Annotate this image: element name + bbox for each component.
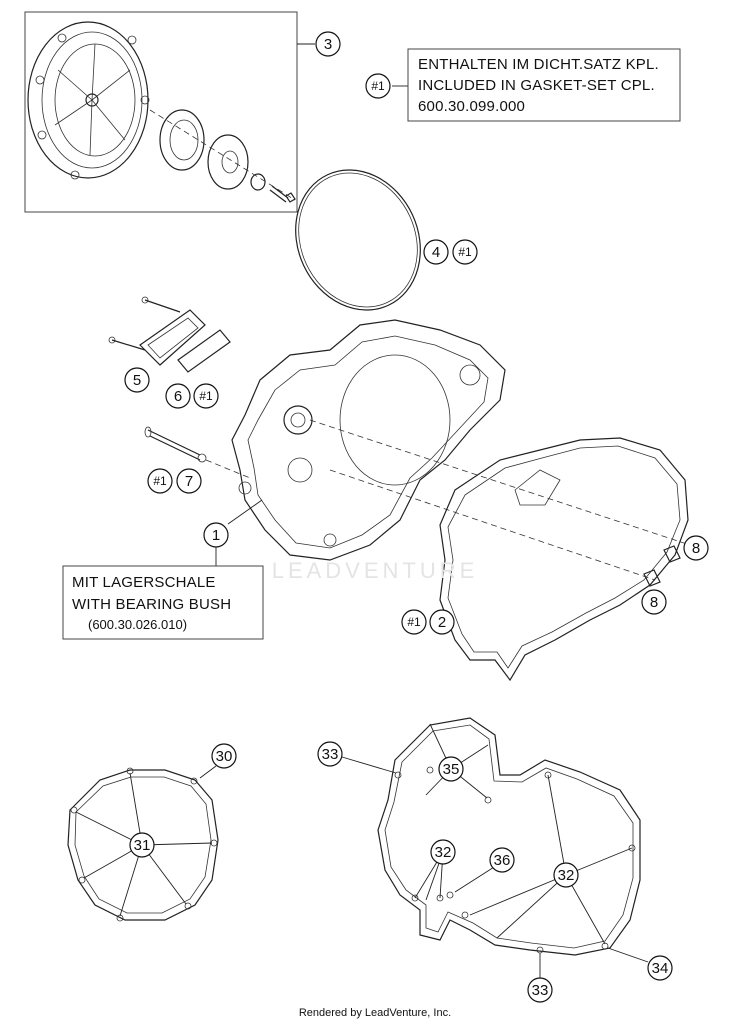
svg-text:WITH BEARING BUSH: WITH BEARING BUSH: [72, 596, 231, 613]
callout-4[interactable]: 4 #1: [423, 239, 478, 265]
svg-text:(600.30.026.010): (600.30.026.010): [88, 617, 187, 632]
cover-gasket-outline: [377, 717, 641, 956]
dowel-pins: [643, 545, 681, 587]
svg-text:7: 7: [185, 473, 193, 490]
callout-3[interactable]: 3: [297, 31, 341, 57]
callout-35[interactable]: 35: [438, 756, 464, 782]
bearing-bush-note: MIT LAGERSCHALE WITH BEARING BUSH (600.3…: [62, 565, 264, 640]
svg-text:600.30.099.000: 600.30.099.000: [418, 98, 525, 115]
svg-text:32: 32: [558, 867, 575, 884]
svg-text:36: 36: [494, 852, 511, 869]
watermark-text: LEADVENTURE: [272, 558, 479, 583]
callout-1[interactable]: 1: [203, 499, 263, 566]
svg-text:#1: #1: [153, 474, 167, 488]
svg-text:8: 8: [650, 594, 658, 611]
svg-text:4: 4: [432, 244, 440, 261]
svg-text:#1: #1: [371, 79, 385, 93]
o-ring-gasket: [295, 169, 421, 311]
svg-text:35: 35: [443, 761, 460, 778]
clutch-cover-housing: [231, 319, 691, 581]
clutch-cover-inset: [24, 11, 298, 213]
inspection-cover: [108, 296, 231, 373]
svg-text:1: 1: [212, 527, 220, 544]
svg-text:33: 33: [322, 746, 339, 763]
svg-text:31: 31: [134, 837, 151, 854]
footer-credit: Rendered by LeadVenture, Inc.: [299, 1007, 451, 1019]
svg-text:6: 6: [174, 388, 182, 405]
clutch-cover-gasket-outline: [67, 767, 219, 922]
svg-text:2: 2: [438, 614, 446, 631]
svg-text:ENTHALTEN IM DICHT.SATZ KPL.: ENTHALTEN IM DICHT.SATZ KPL.: [418, 56, 659, 73]
gasket-set-note: #1 ENTHALTEN IM DICHT.SATZ KPL. INCLUDED…: [365, 48, 681, 122]
callout-5[interactable]: 5: [124, 367, 150, 393]
callout-6[interactable]: 6 #1: [165, 383, 219, 409]
svg-text:34: 34: [652, 960, 669, 977]
svg-text:8: 8: [692, 540, 700, 557]
cover-bolt: [144, 426, 251, 479]
svg-text:MIT LAGERSCHALE: MIT LAGERSCHALE: [72, 574, 216, 591]
callout-7[interactable]: #1 7: [147, 468, 202, 494]
callout-8b[interactable]: 8: [641, 589, 667, 615]
callout-2[interactable]: #1 2: [401, 609, 455, 635]
svg-text:INCLUDED IN GASKET-SET CPL.: INCLUDED IN GASKET-SET CPL.: [418, 77, 655, 94]
svg-text:30: 30: [216, 748, 233, 765]
svg-text:32: 32: [435, 844, 452, 861]
svg-text:#1: #1: [407, 615, 421, 629]
svg-text:3: 3: [324, 36, 332, 53]
callout-30[interactable]: 30: [199, 743, 237, 779]
callout-36[interactable]: 36: [489, 847, 515, 873]
callout-32b[interactable]: 32: [553, 862, 579, 888]
callout-31[interactable]: 31: [129, 832, 155, 858]
svg-text:5: 5: [133, 372, 141, 389]
callout-34[interactable]: 34: [607, 947, 673, 981]
callout-32a[interactable]: 32: [430, 839, 456, 865]
callout-8a[interactable]: 8: [683, 535, 709, 561]
svg-text:#1: #1: [458, 245, 472, 259]
svg-text:33: 33: [532, 982, 549, 999]
callout-33a[interactable]: 33: [317, 741, 397, 774]
callout-33b[interactable]: 33: [527, 953, 553, 1003]
svg-text:#1: #1: [199, 389, 213, 403]
